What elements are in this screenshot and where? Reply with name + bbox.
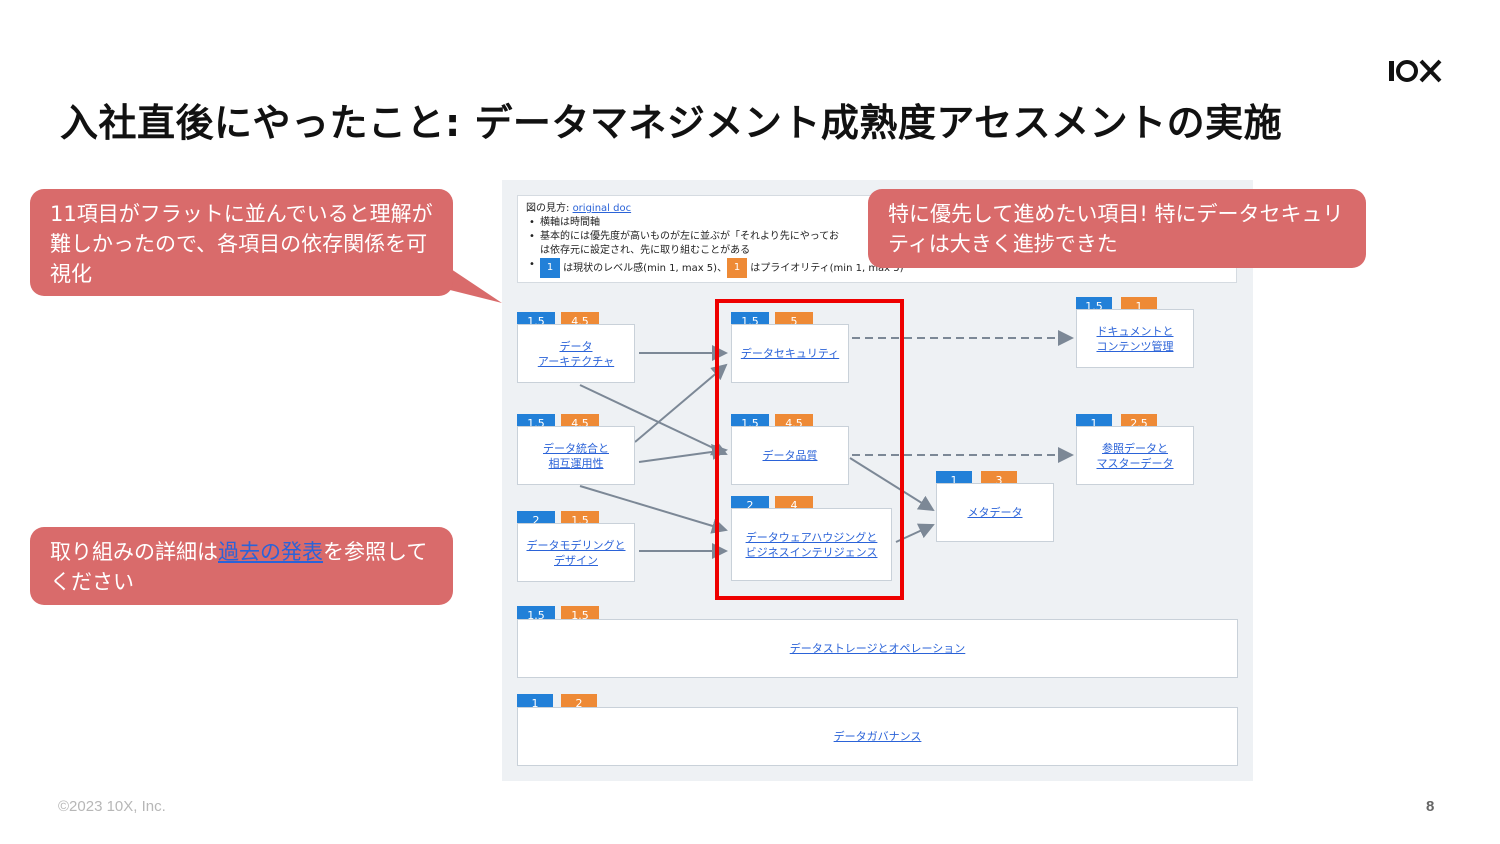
doc-label-2: コンテンツ管理: [1096, 339, 1174, 353]
node-data-integration[interactable]: データ統合と相互運用性: [517, 426, 635, 485]
ref-label-2: マスターデータ: [1096, 456, 1174, 470]
callout-priority-items: 特に優先して進めたい項目! 特にデータセキュリティは大きく進捗できた: [868, 189, 1366, 268]
maturity-dependency-diagram: 図の見方: original doc 横軸は時間軸 基本的には優先度が高いものが…: [502, 180, 1253, 781]
copyright-footer: ©2023 10X, Inc.: [58, 798, 166, 815]
edge-qual-meta: [849, 457, 935, 512]
model-label-2: デザイン: [554, 553, 598, 567]
edge-integ-qual: [638, 443, 728, 463]
note-level-text: は現状のレベル感(min 1, max 5)、: [560, 263, 728, 274]
qual-label: データ品質: [762, 449, 818, 462]
node-data-warehousing-bi[interactable]: データウェアハウジングとビジネスインテリジェンス: [731, 508, 892, 581]
node-metadata[interactable]: メタデータ: [936, 483, 1054, 542]
meta-label: メタデータ: [967, 506, 1023, 519]
note-priority-text: はプライオリティ(min 1, max 5): [747, 263, 904, 274]
node-data-storage-operations[interactable]: データストレージとオペレーション: [517, 619, 1238, 678]
node-data-quality[interactable]: データ品質: [731, 426, 849, 485]
note-line-time-axis: 横軸は時間軸: [526, 216, 1228, 230]
dwh-label-1: データウェアハウジングと: [745, 530, 878, 544]
doc-label-1: ドキュメントと: [1096, 324, 1174, 338]
page-number: 8: [1426, 798, 1435, 815]
note-line-priority: 基本的には優先度が高いものが左に並ぶが「それより先にやってお: [526, 230, 1228, 244]
priority-highlight-box: [715, 299, 904, 600]
integ-label-1: データ統合と: [543, 441, 609, 455]
ref-label-1: 参照データと: [1102, 441, 1168, 455]
edge-arch-qual: [579, 384, 728, 456]
note-line-dependency: は依存元に設定され、先に取り組むことがある: [540, 245, 751, 256]
dependency-edges: [579, 330, 1074, 559]
arch-label-2: アーキテクチャ: [537, 354, 615, 368]
model-label-1: データモデリングと: [526, 538, 626, 552]
past-presentation-link[interactable]: 過去の発表: [218, 540, 323, 564]
callout-details-prefix: 取り組みの詳細は: [50, 540, 218, 564]
note-heading: 図の見方:: [526, 203, 573, 214]
callout-details-reference: 取り組みの詳細は過去の発表を参照してください: [30, 527, 453, 605]
node-reference-master-data[interactable]: 参照データとマスターデータ: [1076, 426, 1194, 485]
edge-integ-dwh: [579, 485, 728, 534]
storage-label: データストレージとオペレーション: [789, 642, 966, 655]
dwh-label-2: ビジネスインテリジェンス: [745, 545, 878, 559]
node-document-content-management[interactable]: ドキュメントとコンテンツ管理: [1076, 309, 1194, 368]
gov-label: データガバナンス: [833, 730, 922, 743]
node-data-governance[interactable]: データガバナンス: [517, 707, 1238, 766]
arch-label-1: データ: [559, 339, 593, 353]
10x-logo: [1389, 59, 1442, 83]
note-line-chips: 1 は現状のレベル感(min 1, max 5)、1 はプライオリティ(min …: [526, 258, 1228, 278]
level-chip-sample: 1: [540, 258, 560, 278]
node-data-modeling[interactable]: データモデリングとデザイン: [517, 523, 635, 582]
callout-details-suffix: を参照してください: [50, 540, 428, 594]
sec-label: データセキュリティ: [740, 347, 840, 360]
integ-label-2: 相互運用性: [548, 456, 604, 470]
node-data-architecture[interactable]: データアーキテクチャ: [517, 324, 635, 383]
callout-dependency-visualization: 11項目がフラットに並んでいると理解が難しかったので、各項目の依存関係を可視化: [30, 189, 453, 296]
original-doc-link[interactable]: original doc: [572, 203, 632, 214]
node-data-security[interactable]: データセキュリティ: [731, 324, 849, 383]
slide-title: 入社直後にやったこと: データマネジメント成熟度アセスメントの実施: [60, 101, 1283, 145]
priority-chip-sample: 1: [727, 258, 748, 278]
edge-integ-sec: [634, 363, 728, 443]
